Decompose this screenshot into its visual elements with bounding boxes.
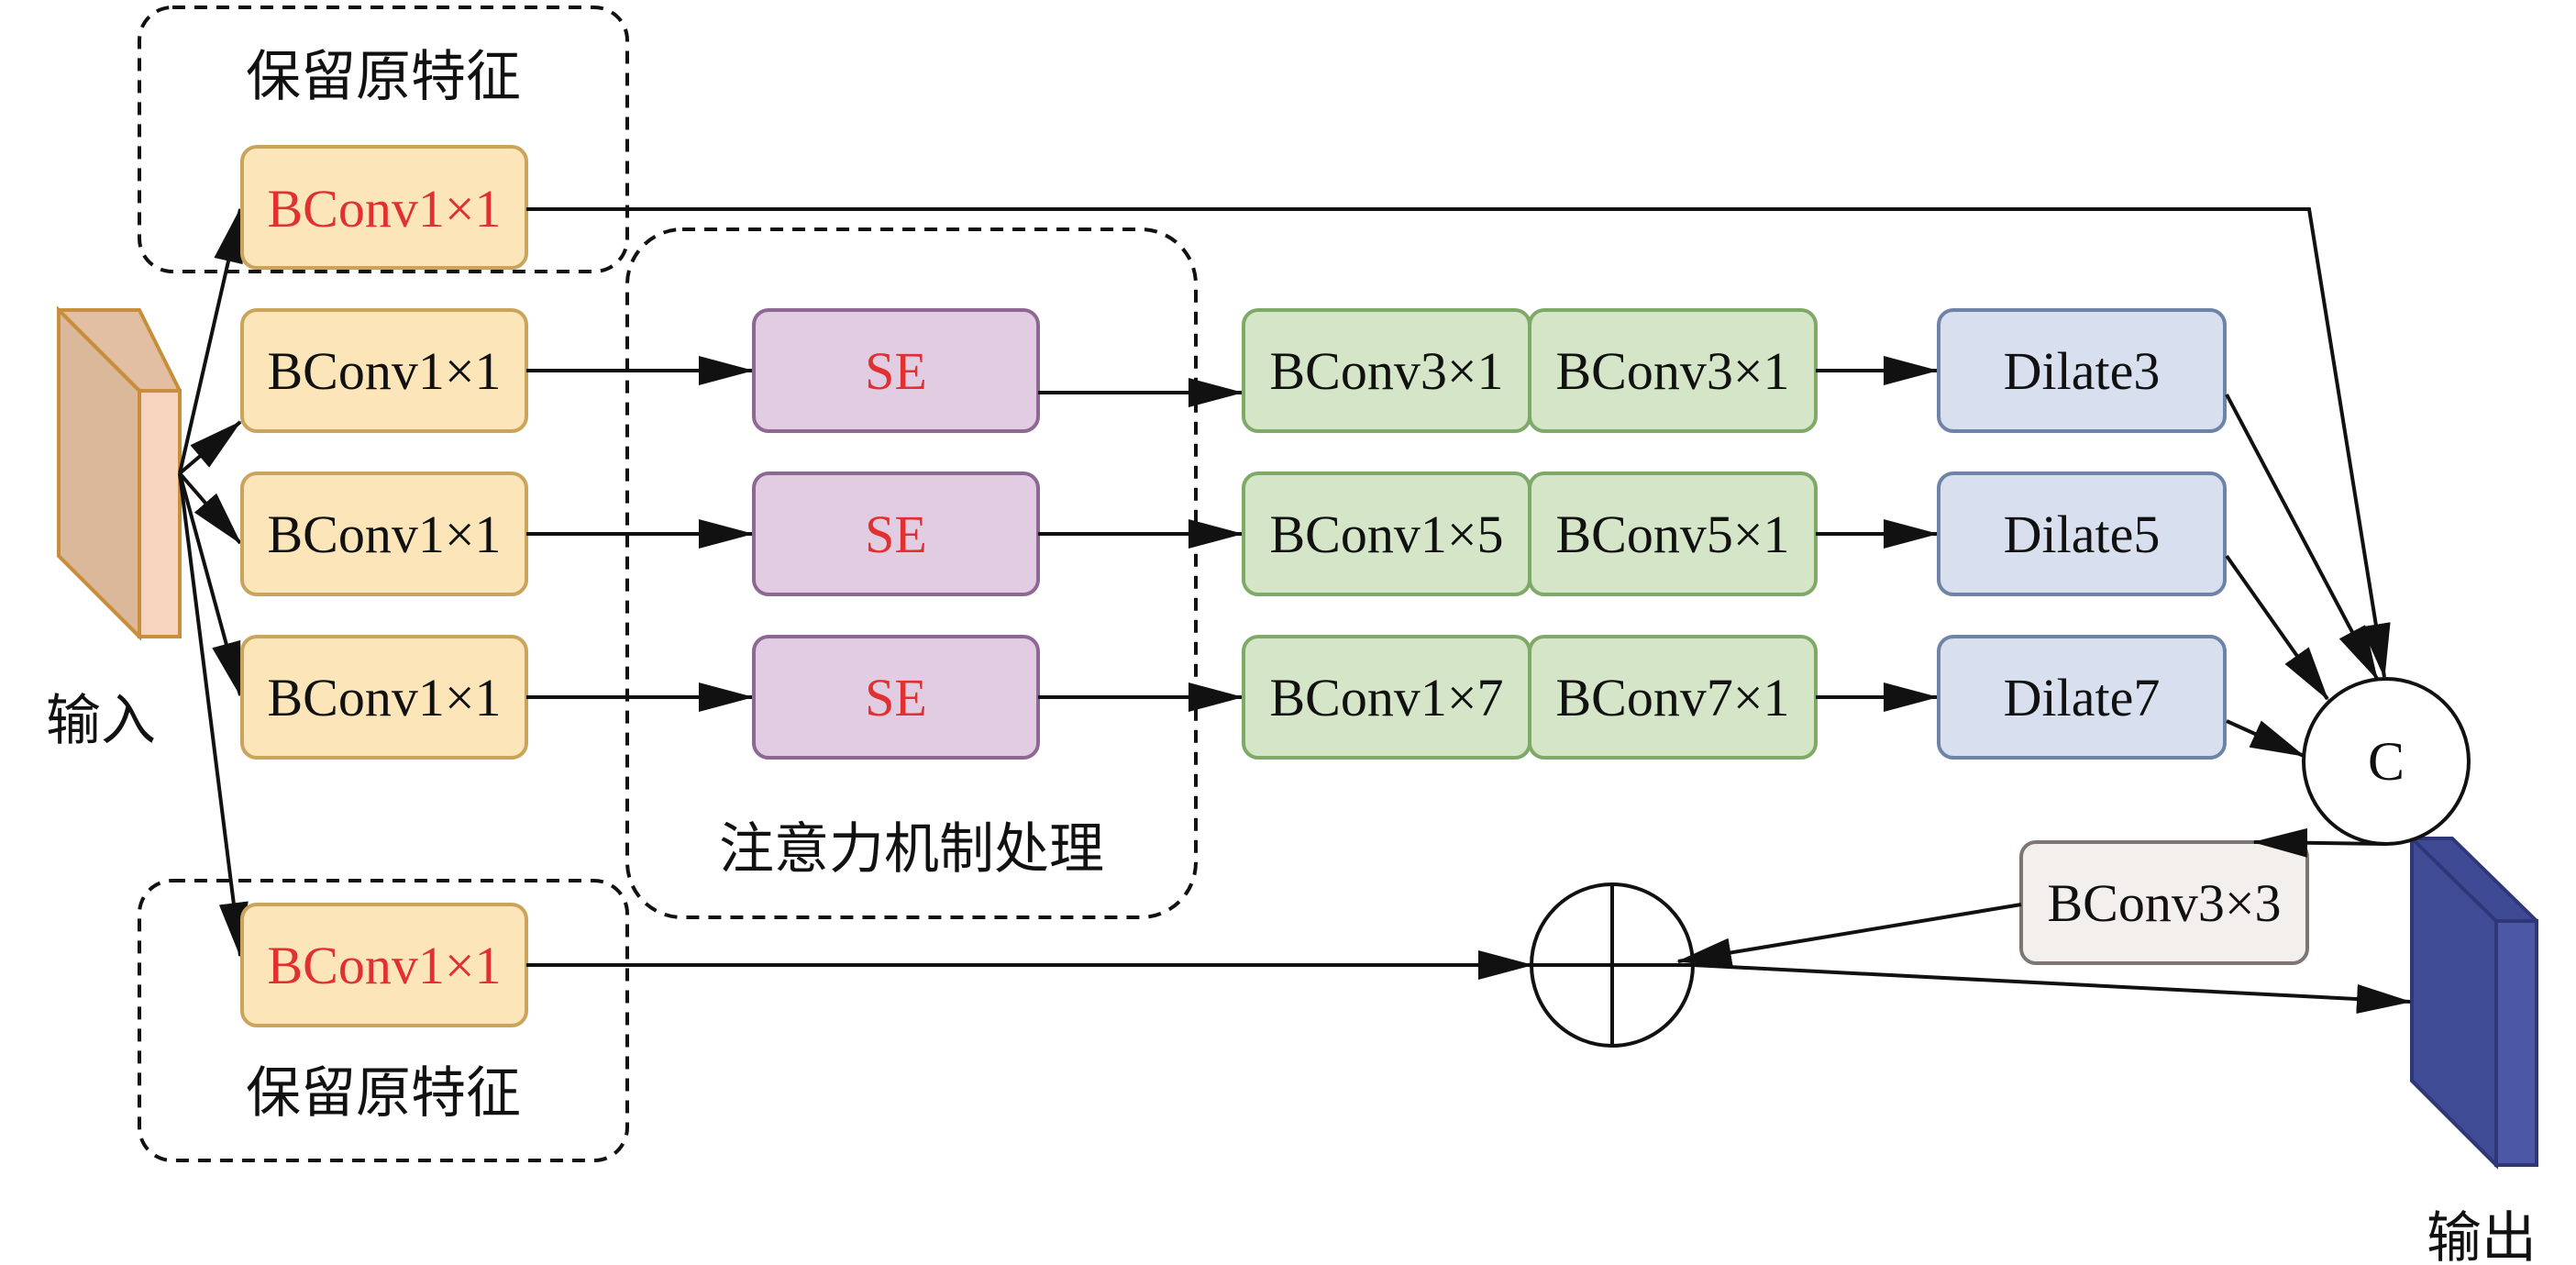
b3-conv-b-text: BConv7×1 <box>1555 668 1789 727</box>
dilate1-text: Dilate3 <box>2004 341 2161 401</box>
attention-label: 注意力机制处理 <box>719 817 1104 882</box>
dilate3-text: Dilate7 <box>2004 668 2161 727</box>
bconv3x3-box <box>2019 840 2309 965</box>
se1-box <box>752 308 1040 433</box>
input-label: 输入 <box>46 689 156 753</box>
input-tensor <box>57 305 182 641</box>
b2-conv-a-text: BConv1×5 <box>1269 505 1503 564</box>
dilate2-box <box>1937 472 2227 596</box>
b1-conv-a-text: BConv3×1 <box>1269 341 1503 401</box>
keep-top-group <box>138 6 629 273</box>
output-tensor <box>2410 834 2538 1170</box>
b2-conv-b-text: BConv5×1 <box>1555 505 1789 564</box>
input-fanout-arrows <box>178 207 249 958</box>
dilate2-text: Dilate5 <box>2004 505 2161 564</box>
keep-top-label: 保留原特征 <box>246 45 521 109</box>
bconv-b1-text: BConv1×1 <box>267 341 501 401</box>
se-to-conv-arrows <box>1038 378 1244 712</box>
se3-text: SE <box>865 668 927 727</box>
bconv-b3-text: BConv1×1 <box>267 668 501 727</box>
se1-text: SE <box>865 341 927 401</box>
bconv3x3-text: BConv3×3 <box>2047 873 2281 933</box>
conv-to-dilate-arrows <box>1816 356 1939 712</box>
bconv-top-text: BConv1×1 <box>267 179 501 239</box>
dilate3-box <box>1937 635 2227 760</box>
se2-text: SE <box>865 505 927 564</box>
bconv-b2-text: BConv1×1 <box>267 505 501 564</box>
b3-conv-a-text: BConv1×7 <box>1269 668 1503 727</box>
attention-group <box>625 227 1198 919</box>
dilate1-box <box>1937 308 2227 433</box>
bconv-bottom-text: BConv1×1 <box>267 936 501 995</box>
keep-bottom-label: 保留原特征 <box>246 1061 521 1126</box>
keep-bottom-group <box>138 879 629 1162</box>
concat-input-arrows <box>526 207 2391 758</box>
bconv-to-se-arrows <box>526 356 754 712</box>
output-label: 输出 <box>2427 1206 2537 1265</box>
bconv3x3-to-add-arrow <box>1676 903 2022 968</box>
concat-to-bconv3x3-arrow <box>2252 827 2387 858</box>
add-to-output-arrow <box>1692 963 2412 1015</box>
concat-label: C <box>2368 731 2405 792</box>
add-node <box>1530 882 1695 1048</box>
b1-conv-b-text: BConv3×1 <box>1555 341 1789 401</box>
